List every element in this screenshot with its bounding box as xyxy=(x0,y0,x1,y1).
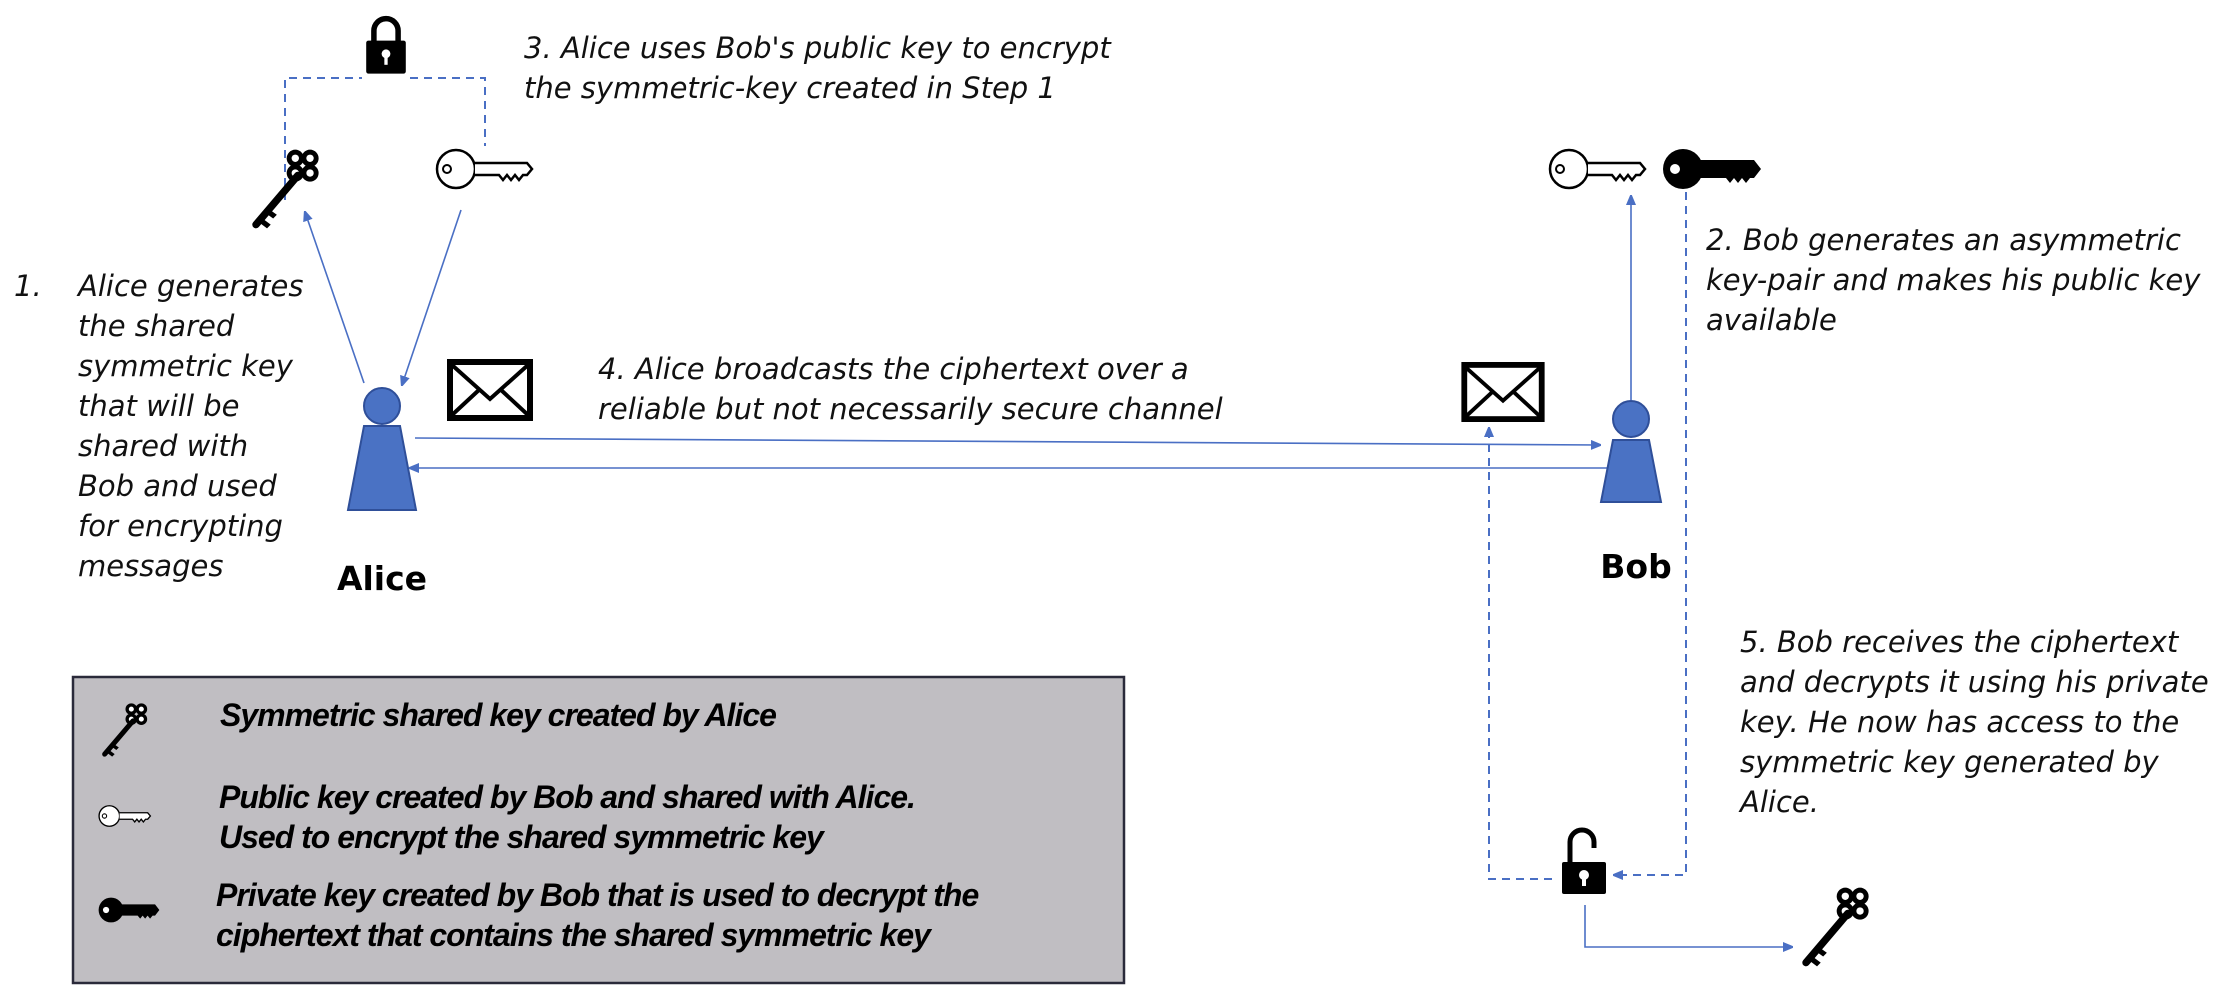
public-key-icon xyxy=(435,148,534,190)
legend-item-symmetric: Symmetric shared key created by Alice xyxy=(220,697,776,733)
bob-figure xyxy=(1599,400,1663,503)
step2-text: 2. Bob generates an asymmetric key-pair … xyxy=(1706,223,2201,337)
svg-text:5. Bob receives the ciphertex: 5. Bob receives the ciphertext xyxy=(1740,625,2180,659)
step3-text: 3. Alice uses Bob's public key to encryp… xyxy=(524,31,1112,105)
svg-text:and decrypts it using his priv: and decrypts it using his private xyxy=(1740,665,2209,699)
svg-text:symmetric key generated by: symmetric key generated by xyxy=(1740,745,2160,779)
step1-number: 1. xyxy=(14,269,42,303)
svg-text:2. Bob generates an asymmetric: 2. Bob generates an asymmetric xyxy=(1706,223,2181,257)
svg-text:4. Alice broadcasts the cipher: 4. Alice broadcasts the ciphertext over … xyxy=(598,352,1189,386)
svg-text:3. Alice uses Bob's public key: 3. Alice uses Bob's public key to encryp… xyxy=(524,31,1112,65)
alice-figure xyxy=(346,387,418,511)
legend-item-private-line1: Private key created by Bob that is used … xyxy=(216,877,978,913)
svg-text:messages: messages xyxy=(78,549,223,583)
svg-text:symmetric key: symmetric key xyxy=(78,349,294,383)
arrow-lock-to-symmetric-key xyxy=(1584,905,1792,947)
symmetric-key-icon xyxy=(1806,888,1869,967)
step5-text: 5. Bob receives the ciphertext and decry… xyxy=(1738,625,2209,819)
svg-text:available: available xyxy=(1706,303,1837,337)
public-key-icon xyxy=(1548,148,1647,190)
envelope-icon xyxy=(450,362,530,418)
legend-item-private-line2: ciphertext that contains the shared symm… xyxy=(216,917,933,953)
encrypt-dashed-line xyxy=(284,77,486,200)
svg-text:the symmetric-key created in S: the symmetric-key created in Step 1 xyxy=(524,71,1056,105)
private-key-dashed-line xyxy=(1614,192,1687,875)
svg-text:shared with: shared with xyxy=(78,429,248,463)
symmetric-key-icon xyxy=(256,150,319,229)
legend-item-public-line1: Public key created by Bob and shared wit… xyxy=(219,779,915,815)
private-key-icon xyxy=(1663,149,1761,189)
svg-text:that will be: that will be xyxy=(78,389,239,423)
legend: Symmetric shared key created by Alice Pu… xyxy=(71,675,1126,985)
lock-icon xyxy=(366,19,406,74)
arrow-public-key-to-alice xyxy=(402,209,462,385)
legend-item-public-line2: Used to encrypt the shared symmetric key xyxy=(219,819,826,855)
ciphertext-dashed-line xyxy=(1489,428,1552,880)
envelope-icon xyxy=(1464,365,1541,419)
arrow-alice-to-symmetric-key xyxy=(305,212,365,384)
arrow-alice-to-bob xyxy=(414,437,1600,445)
svg-text:for encrypting: for encrypting xyxy=(78,509,283,543)
step4-text: 4. Alice broadcasts the ciphertext over … xyxy=(598,352,1223,426)
svg-text:Alice.: Alice. xyxy=(1738,785,1819,819)
unlocked-lock-icon xyxy=(1562,830,1606,894)
bob-label: Bob xyxy=(1600,547,1671,586)
svg-text:the shared: the shared xyxy=(78,309,235,343)
alice-label: Alice xyxy=(337,559,427,598)
svg-text:reliable but not necessarily s: reliable but not necessarily secure chan… xyxy=(598,392,1223,426)
svg-text:Alice generates: Alice generates xyxy=(76,269,303,303)
step1-text: Alice generates the shared symmetric key… xyxy=(76,269,303,583)
svg-text:Bob and used: Bob and used xyxy=(78,469,277,503)
svg-text:key-pair and makes his public: key-pair and makes his public key xyxy=(1706,263,2201,297)
svg-text:key. He now has access to the: key. He now has access to the xyxy=(1740,705,2179,739)
